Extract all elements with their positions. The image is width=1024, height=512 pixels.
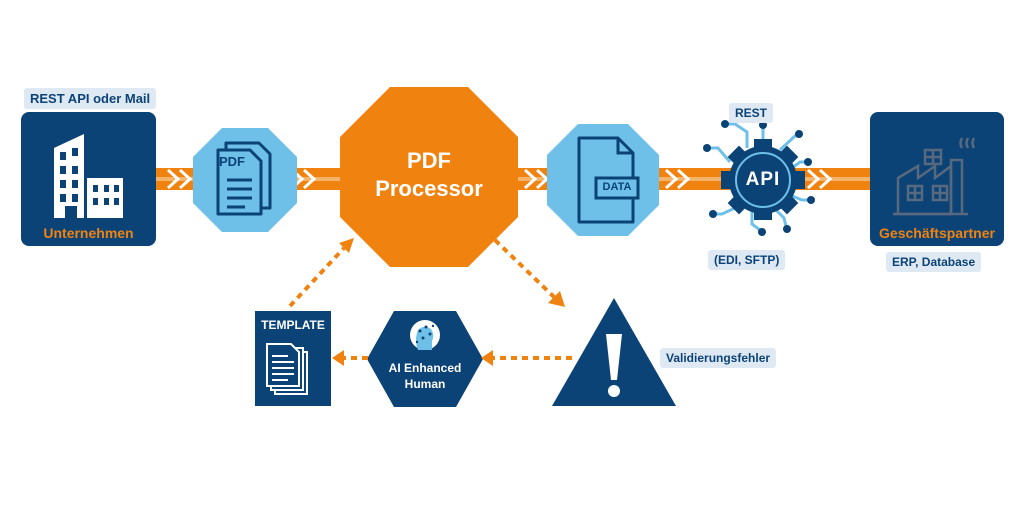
data-document-icon (577, 136, 640, 224)
data-doc-label: DATA (602, 181, 632, 193)
partner-systems-label: ERP, Database (886, 252, 982, 272)
processor-title-line2: Processor (375, 176, 483, 201)
warning-icon (552, 298, 676, 406)
pdf-document-icon (216, 141, 272, 216)
template-document-icon (266, 343, 308, 395)
feedback-arrows (288, 238, 572, 360)
pdf-processor-node (340, 87, 518, 267)
building-icon (54, 134, 123, 218)
company-label: Unternehmen (43, 225, 134, 241)
ai-label-line1: AI Enhanced (388, 361, 462, 375)
partner-label: Geschäftspartner (879, 225, 995, 241)
input-channel-label: REST API oder Mail (24, 88, 157, 109)
partner-node (870, 112, 1004, 246)
template-label: TEMPLATE (261, 318, 325, 332)
pdf-document-node (193, 128, 297, 232)
api-label: API (745, 169, 781, 190)
rest-label: REST (729, 103, 774, 123)
processor-title-line1: PDF (407, 148, 451, 173)
company-node (21, 112, 156, 246)
data-document-node (547, 124, 659, 236)
feedback-arrowheads (332, 238, 565, 366)
validation-error-label: Validierungsfehler (660, 348, 777, 368)
ai-head-icon (410, 320, 440, 350)
protocols-label: (EDI, SFTP) (708, 250, 786, 270)
api-gear-icon (703, 120, 815, 236)
ai-human-node (367, 311, 483, 407)
flow-chevrons (166, 168, 833, 190)
ai-label-line2: Human (404, 377, 446, 391)
pdf-doc-label: PDF (219, 154, 245, 169)
factory-icon (893, 137, 976, 216)
template-node (255, 311, 331, 406)
